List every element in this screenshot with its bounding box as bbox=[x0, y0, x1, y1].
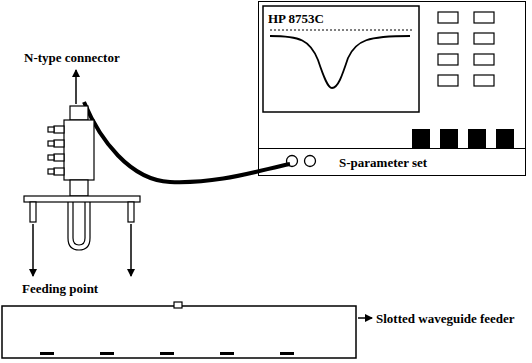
leader-arrow bbox=[358, 317, 372, 319]
adapter bbox=[24, 106, 140, 250]
s-parameter-unit: S-parameter set bbox=[258, 148, 526, 176]
instrument-name: HP 8753C bbox=[268, 11, 324, 27]
screen bbox=[263, 6, 419, 112]
part-label: Feeding point bbox=[22, 281, 98, 297]
slots bbox=[40, 352, 294, 355]
leader-arrow bbox=[130, 224, 132, 276]
port bbox=[305, 156, 316, 167]
feed-slot bbox=[174, 302, 182, 308]
part-label: N-type connector bbox=[24, 50, 120, 66]
analyzer-unit: HP 8753C bbox=[258, 1, 526, 149]
cable bbox=[84, 102, 290, 182]
buttons bbox=[438, 12, 494, 86]
waveguide bbox=[2, 306, 356, 358]
dip-curve bbox=[270, 36, 410, 88]
reference-line bbox=[270, 30, 412, 31]
leader-arrow bbox=[75, 70, 77, 104]
leader-arrow bbox=[32, 224, 34, 276]
unit-label: S-parameter set bbox=[339, 155, 427, 171]
keys bbox=[412, 129, 514, 148]
part-label: Slotted waveguide feeder bbox=[376, 311, 515, 327]
